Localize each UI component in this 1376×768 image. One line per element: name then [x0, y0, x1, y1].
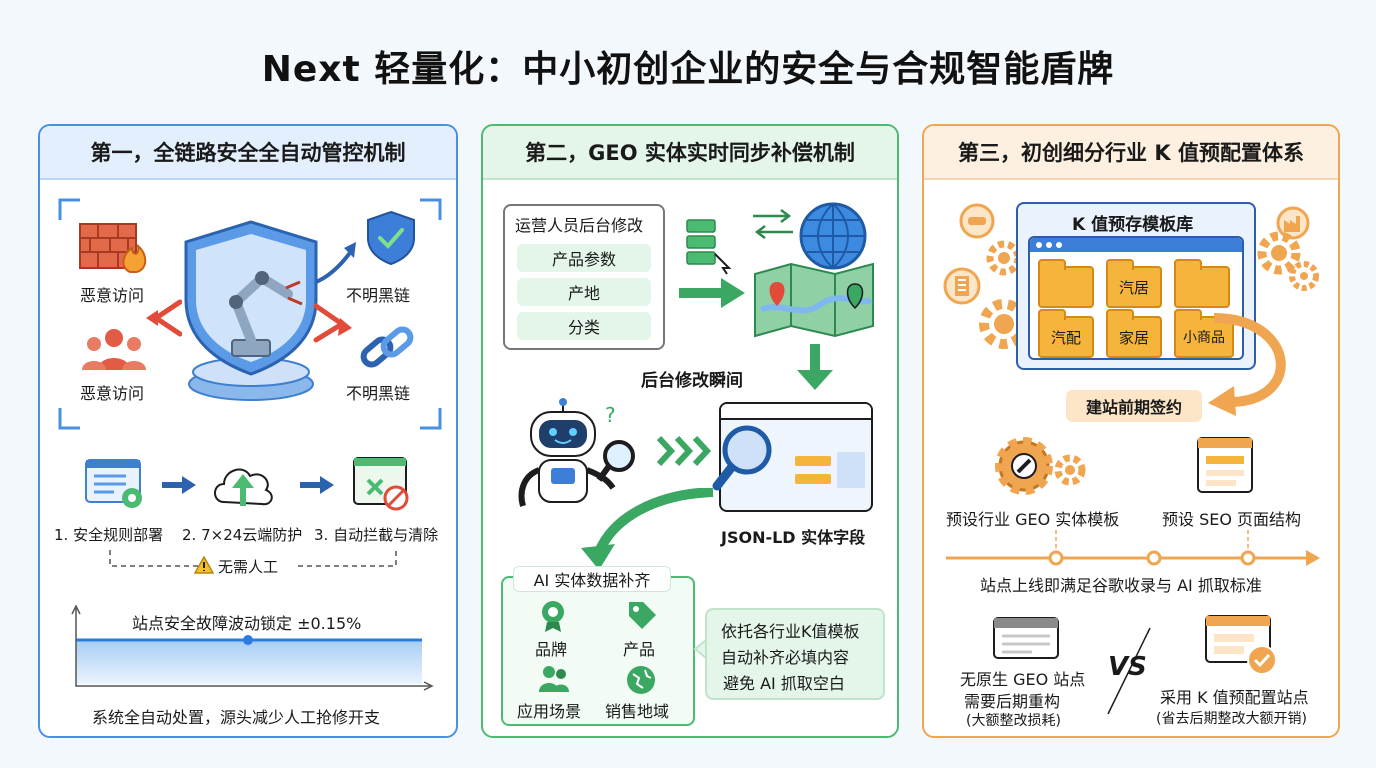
template-folder: 汽配	[1038, 309, 1094, 358]
no-human-label: 无需人工	[218, 558, 279, 576]
jsonld-label: JSON-LD 实体字段	[721, 528, 866, 547]
block-remove-icon	[353, 457, 409, 511]
step-label: 3. 自动拦截与清除	[314, 526, 439, 544]
compare-left: 无原生 GEO 站点	[960, 670, 1086, 689]
threat-label: 恶意访问	[80, 286, 145, 305]
library-title: K 值预存模板库	[1072, 215, 1194, 235]
scenario-users-icon	[539, 666, 569, 692]
threat-label: 恶意访问	[80, 384, 145, 403]
compare-left: 需要后期重构	[964, 692, 1061, 711]
malicious-users-icon	[82, 329, 146, 370]
warning-icon	[194, 556, 214, 574]
panel-kvalue: 第三，初创细分行业 K 值预配置体系 K 值预存模板库	[922, 124, 1340, 738]
sign-badge: 建站前期签约	[1066, 390, 1202, 422]
ai-robot-icon: ?	[518, 398, 635, 507]
panel-geo-heading: 第二，GEO 实体实时同步补偿机制	[483, 126, 897, 180]
ops-item: 产品参数	[517, 244, 651, 272]
arrow-right-icon	[679, 278, 745, 308]
region-globe-icon	[627, 666, 655, 694]
ops-item: 产地	[517, 278, 651, 306]
compare-left: (大额整改损耗)	[966, 713, 1061, 729]
vs-divider	[1107, 627, 1151, 715]
car-gear-icon	[959, 203, 995, 239]
timeline-label: 站点上线即满足谷歌收录与 AI 抓取标准	[980, 576, 1262, 595]
panel-security: 第一，全链路安全全自动管控机制 恶意访问 恶意访问	[38, 124, 458, 738]
ai-item: 品牌	[535, 640, 568, 659]
ai-data-box	[501, 576, 695, 726]
shield-check-icon	[367, 210, 415, 266]
template-folder: 家居	[1106, 309, 1162, 358]
magnifier-icon	[712, 425, 772, 491]
chain-link-icon	[360, 326, 414, 368]
threat-label: 不明黑链	[346, 384, 411, 403]
ops-card: 运营人员后台修改 产品参数 产地 分类	[503, 204, 665, 350]
server-icon	[686, 219, 732, 275]
template-folder: 小商品	[1174, 309, 1234, 358]
brand-medal-icon	[542, 601, 564, 632]
gear-wrench-icon	[995, 437, 1086, 495]
launch-timeline	[946, 530, 1320, 566]
shield-robot-icon	[184, 220, 318, 401]
panel-kvalue-heading: 第三，初创细分行业 K 值预配置体系	[924, 126, 1338, 180]
chevrons-right-icon	[657, 435, 712, 467]
panel-geo: 第二，GEO 实体实时同步补偿机制 运营人员后台修改 产品参数 产地 分类 后台…	[481, 124, 899, 738]
page-layout-icon	[1197, 437, 1253, 493]
bracket-frame	[58, 198, 442, 430]
template-folder	[1174, 259, 1230, 308]
deflect-arrow-icon	[146, 299, 182, 337]
arrow-right-icon	[300, 476, 334, 494]
template-library: K 值预存模板库 汽居 汽配 家居 小商品	[1016, 202, 1256, 370]
preset-geo-label: 预设行业 GEO 实体模板	[946, 510, 1120, 529]
stability-chart	[71, 604, 434, 691]
arrow-right-icon	[162, 476, 196, 494]
arrow-down-icon	[797, 344, 833, 390]
stability-label: 站点安全故障波动锁定 ±0.15%	[132, 614, 362, 633]
ops-title: 运营人员后台修改	[515, 216, 644, 235]
page-title: Next 轻量化：中小初创企业的安全与合规智能盾牌	[261, 49, 1115, 90]
preset-site-check-icon	[1205, 615, 1277, 675]
moment-label: 后台修改瞬间	[641, 371, 743, 391]
vs-label: VS	[1108, 652, 1147, 682]
map-icon	[754, 262, 874, 338]
template-folder: 汽居	[1106, 259, 1162, 308]
curved-arrow-icon	[581, 488, 714, 570]
sync-arrows-icon	[753, 209, 793, 239]
rules-deploy-icon	[85, 459, 142, 508]
threat-label: 不明黑链	[346, 286, 411, 305]
ops-item: 分类	[517, 312, 651, 340]
curved-arrow-icon	[1208, 313, 1286, 416]
legacy-site-icon	[993, 617, 1059, 659]
ai-item: 应用场景	[517, 702, 582, 721]
globe-icon	[799, 202, 867, 270]
ai-item: 销售地域	[605, 702, 670, 721]
compare-right: 采用 K 值预配置站点	[1160, 688, 1309, 707]
dashed-connector	[109, 550, 397, 567]
ai-item: 产品	[623, 640, 656, 659]
building-icon	[943, 267, 981, 305]
note-line: 依托各行业K值模板	[721, 622, 860, 641]
note-box: 依托各行业K值模板 自动补齐必填内容 避免 AI 抓取空白	[705, 608, 885, 700]
panel-security-heading: 第一，全链路安全全自动管控机制	[40, 126, 456, 180]
firewall-icon	[79, 223, 147, 273]
note-line: 自动补齐必填内容	[721, 648, 850, 667]
cloud-upload-icon	[214, 468, 273, 506]
note-line: 避免 AI 抓取空白	[723, 674, 845, 693]
factory-icon	[1276, 206, 1310, 240]
step-label: 2. 7×24云端防护	[182, 526, 303, 544]
gear-icon	[1289, 261, 1319, 291]
template-folder	[1038, 259, 1094, 308]
preset-seo-label: 预设 SEO 页面结构	[1162, 510, 1302, 529]
svg-text:?: ?	[605, 403, 616, 427]
step-label: 1. 安全规则部署	[54, 526, 164, 544]
ai-data-title: AI 实体数据补齐	[513, 566, 671, 592]
deflect-arrow-icon	[313, 303, 352, 343]
gear-icon	[1257, 231, 1301, 275]
panel-security-footer: 系统全自动处置，源头减少人工抢修开支	[92, 708, 381, 727]
product-tag-icon	[629, 602, 656, 629]
block-arrow-icon	[315, 242, 356, 284]
compare-right: (省去后期整改大额开销)	[1156, 711, 1307, 727]
